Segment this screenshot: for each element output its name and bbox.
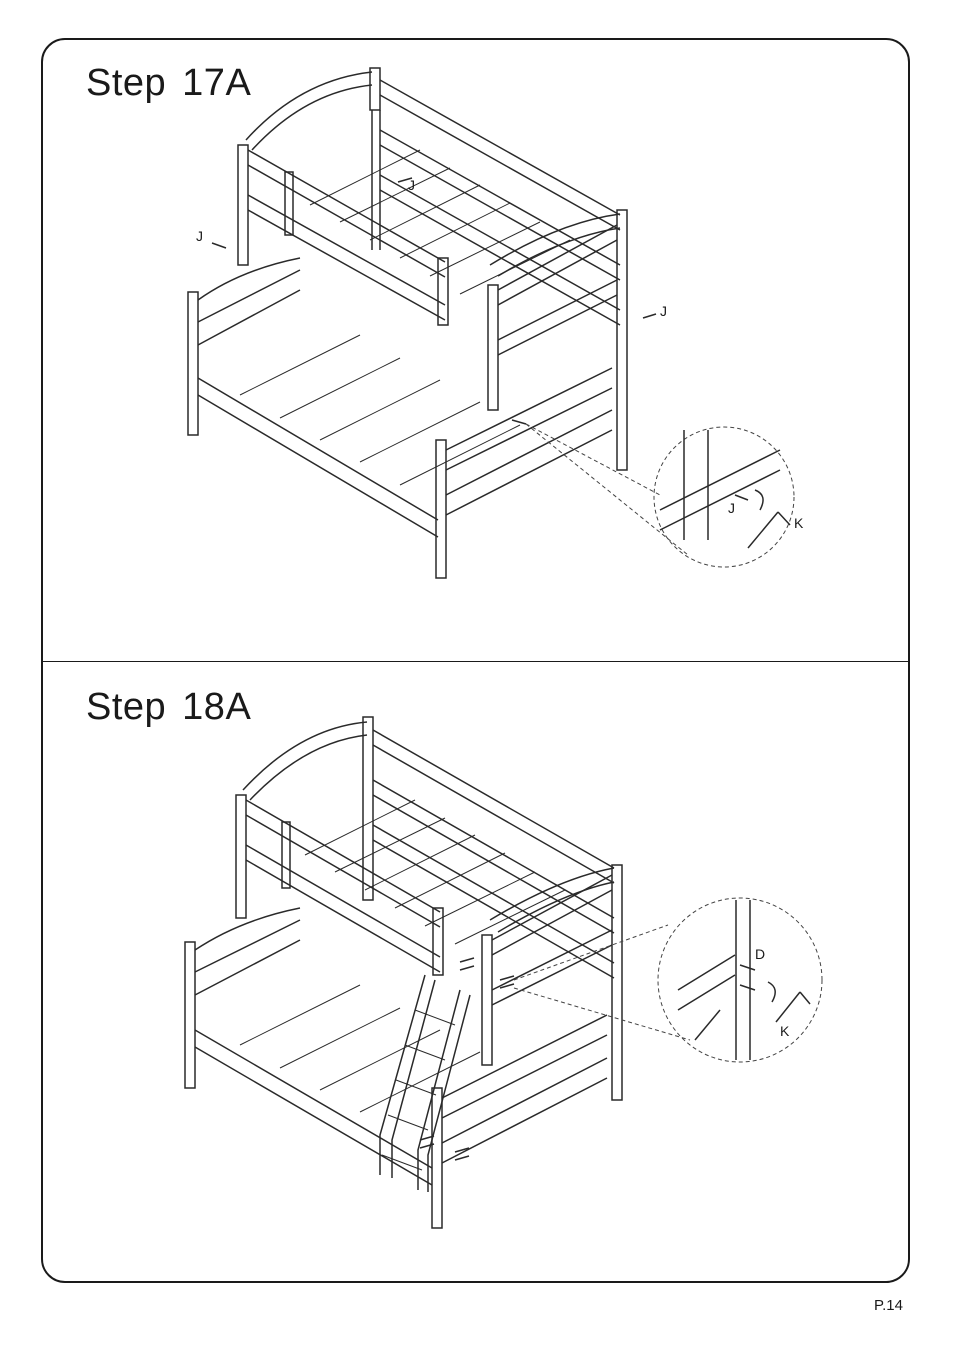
page-number: P.14 — [874, 1297, 903, 1314]
part-j-label: J — [408, 177, 415, 193]
part-j-label: J — [728, 500, 735, 516]
tool-k-label: K — [780, 1023, 790, 1039]
part-j-label: J — [660, 303, 667, 319]
part-d-label: D — [755, 946, 765, 962]
part-j-label: J — [196, 228, 203, 244]
step-18a-bunk-bed-diagram — [185, 717, 822, 1228]
tool-k-label: K — [794, 515, 804, 531]
step-17a-bunk-bed-diagram — [188, 68, 794, 578]
